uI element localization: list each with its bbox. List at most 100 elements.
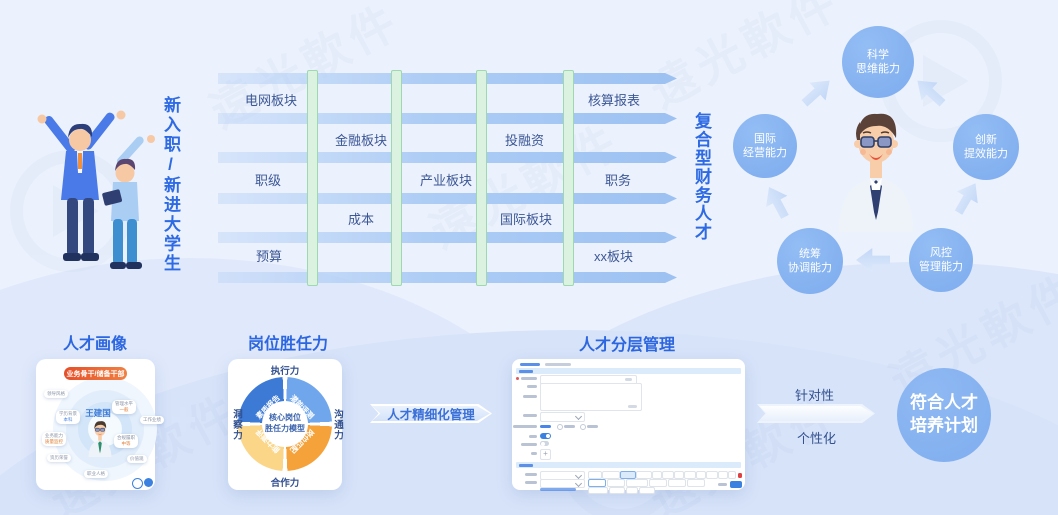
portrait-tag-value: 一般 (119, 406, 129, 412)
celebrating-people-illustration (37, 110, 155, 269)
mini-select[interactable] (540, 479, 585, 488)
mini-filter-tag-selected[interactable] (588, 479, 606, 487)
portrait-tag: 管理水平 (115, 401, 133, 406)
competency-outer-label-bottom: 合作力 (270, 478, 300, 489)
share-icon[interactable] (144, 478, 153, 487)
competency-card: 执行力 合作力 洞察力 沟通力 素质报告 潜能评测 岗位匹配 能力测评 核心岗位… (228, 359, 343, 490)
outcome-arrow-banner (757, 404, 875, 423)
composite-finance-talent-title: 复合型财务人才 (692, 112, 711, 242)
mini-filter-tag-selected[interactable] (620, 471, 636, 479)
mini-filter-tag[interactable] (687, 479, 705, 487)
mini-select[interactable] (540, 412, 585, 422)
competency-outer-label-left: 洞察力 (231, 409, 242, 441)
portrait-tag: 价值观 (130, 456, 144, 461)
mini-filter-tag[interactable] (588, 471, 602, 479)
mini-filter-tag[interactable] (684, 471, 696, 479)
finance-talent-person-illustration (838, 113, 914, 232)
mini-breadcrumb-active[interactable] (520, 363, 540, 366)
up-right-arrow-icon (948, 177, 986, 218)
grid-arrow-bar (218, 113, 677, 124)
grid-label: 职务 (605, 173, 632, 188)
talent-layering-screenshot: + (512, 359, 745, 494)
mini-filter-tag[interactable] (588, 487, 608, 494)
mini-radio[interactable] (557, 424, 563, 430)
mini-alert-marker (738, 473, 742, 478)
ability-line: 国际 (754, 132, 776, 145)
mini-textarea[interactable] (540, 383, 642, 411)
mini-field-label (525, 473, 537, 476)
personalized-label: 个性化 (797, 431, 837, 446)
grid-arrow-bar (218, 232, 677, 243)
mini-save-button[interactable] (730, 481, 742, 488)
process-arrow-label: 人才精细化管理 (387, 408, 475, 422)
competency-center: 核心岗位 胜任力模型 (262, 401, 308, 447)
mini-filter-tag[interactable] (662, 471, 674, 479)
mini-breadcrumb (545, 363, 571, 366)
mini-field-label (521, 377, 537, 380)
plus-connector: + (170, 393, 197, 445)
training-plan-circle: 符合人才 培养计划 (897, 368, 991, 462)
mini-toggle-off[interactable] (540, 441, 549, 446)
mini-filter-tag[interactable] (728, 471, 736, 479)
portrait-tag-value: 中等 (121, 440, 131, 446)
grid-pillar (391, 70, 402, 286)
mini-add-button[interactable]: + (540, 449, 551, 460)
competency-center-line: 胜任力模型 (265, 424, 305, 433)
mini-cancel-button[interactable] (718, 483, 727, 486)
process-arrow-banner: 人才精细化管理 (370, 404, 492, 423)
training-plan-line: 符合人才 (910, 393, 978, 413)
mini-filter-tag[interactable] (674, 471, 684, 479)
mini-field-label (513, 425, 537, 428)
mini-field-label (523, 414, 537, 417)
ability-bubble: 国际 经营能力 (733, 114, 797, 178)
mini-field-label (521, 443, 537, 446)
mini-filter-tag[interactable] (718, 471, 728, 479)
talent-portrait-card: 业务骨干/储备干部 王建国 领导风格 学历背景本科 业务能力质量监控 资历荣誉 … (36, 359, 164, 490)
ability-bubble: 风控 管理能力 (909, 228, 973, 292)
mini-filter-tag[interactable] (602, 471, 620, 479)
mini-toggle-on[interactable] (540, 433, 551, 439)
ability-bubble: 创新 提效能力 (953, 114, 1019, 180)
mini-filter-tag[interactable] (609, 487, 625, 494)
ability-line: 风控 (930, 246, 952, 259)
portrait-tag: 资历荣誉 (50, 455, 68, 460)
mini-filter-tag[interactable] (696, 471, 706, 479)
grid-arrow-bar (218, 152, 677, 163)
talent-type-badge: 业务骨干/储备干部 (64, 367, 127, 380)
mini-filter-tag[interactable] (649, 479, 667, 487)
portrait-tag-value: 本科 (63, 416, 73, 422)
mini-filter-tag[interactable] (652, 471, 662, 479)
grid-pillar (476, 70, 487, 286)
mini-filter-tag[interactable] (706, 471, 718, 479)
ability-line: 统筹 (799, 247, 821, 260)
training-plan-line: 培养计划 (910, 416, 978, 435)
mini-char-counter (625, 378, 632, 381)
ability-bubble: 科学 思维能力 (842, 26, 914, 98)
mini-filter-tag[interactable] (626, 479, 648, 487)
mini-radio[interactable] (580, 424, 586, 430)
chat-icon[interactable] (132, 478, 143, 489)
mini-filter-tag[interactable] (626, 487, 638, 494)
mini-filter-tag[interactable] (639, 487, 655, 494)
watermark-text: 遠光軟件 (641, 0, 850, 118)
required-asterisk (516, 377, 519, 380)
portrait-tag-value: 质量监控 (45, 438, 63, 444)
mini-filter-tag[interactable] (636, 471, 652, 479)
ability-bubble: 统筹 协调能力 (777, 228, 843, 294)
new-hires-title: 新入职/新进大学生 (161, 96, 180, 274)
employee-avatar (88, 421, 112, 457)
mini-radio-label (587, 425, 598, 428)
grid-arrow-bar (218, 193, 677, 204)
ability-line: 经营能力 (743, 147, 787, 159)
competency-center-line: 核心岗位 (269, 413, 301, 423)
mini-filter-tag[interactable] (607, 479, 625, 487)
mini-field-label (525, 481, 537, 484)
mini-char-counter (628, 405, 637, 408)
mini-link[interactable] (540, 488, 576, 491)
mini-filter-tag[interactable] (668, 479, 686, 487)
mini-radio-selected[interactable] (540, 425, 551, 428)
competency-heading: 岗位胜任力 (248, 336, 329, 353)
portrait-tag: 领导风格 (47, 391, 65, 396)
grid-arrow-bar (218, 272, 677, 283)
